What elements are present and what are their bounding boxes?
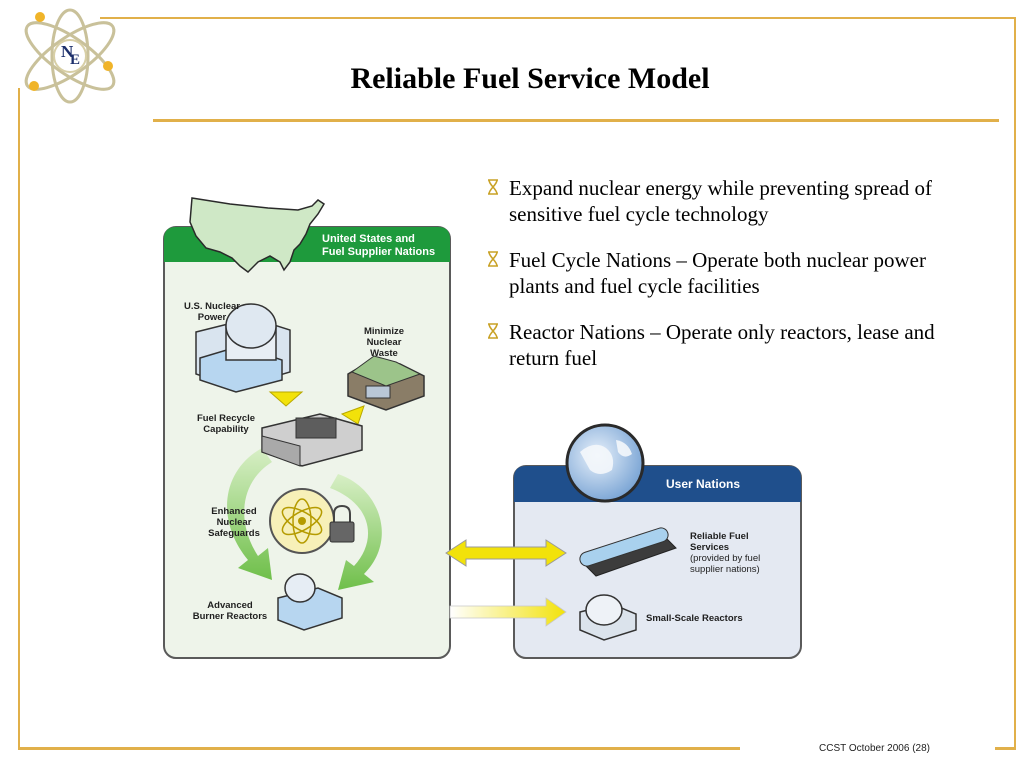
label-text: Small-Scale Reactors <box>646 613 743 624</box>
label-text: Advanced <box>207 600 253 611</box>
label-burner-reactors: Advanced Burner Reactors <box>180 600 280 622</box>
label-text: Enhanced <box>211 506 257 517</box>
slide-footer: CCST October 2006 (28) <box>819 743 930 754</box>
supplier-header-line2: Fuel Supplier Nations <box>322 246 435 258</box>
padlock-icon <box>329 504 355 543</box>
frame-bottom-rule <box>18 747 740 750</box>
two-way-arrow <box>445 539 567 567</box>
label-text: Safeguards <box>208 528 260 539</box>
label-text: Services <box>690 542 730 553</box>
hourglass-icon <box>487 319 509 344</box>
fuel-rods-icon <box>579 527 677 577</box>
bullet-item: Expand nuclear energy while preventing s… <box>487 175 977 227</box>
cycle-arrow-right <box>330 474 382 590</box>
label-small-reactors: Small-Scale Reactors <box>646 613 776 624</box>
label-text: U.S. Nuclear <box>184 301 240 312</box>
safeguards-atom-icon <box>269 488 335 554</box>
label-text: Power <box>197 312 227 323</box>
waste-repository-icon <box>347 355 425 411</box>
bullet-text: Fuel Cycle Nations – Operate both nuclea… <box>509 248 926 298</box>
nuclear-power-plant-icon <box>195 303 291 393</box>
bullet-text: Expand nuclear energy while preventing s… <box>509 176 932 226</box>
label-text: Waste <box>370 348 398 359</box>
hourglass-icon <box>487 247 509 272</box>
label-text: Burner Reactors <box>192 611 268 622</box>
frame-right-rule <box>1014 17 1016 749</box>
small-reactor-icon <box>579 594 637 641</box>
fuel-recycle-facility-icon <box>261 413 363 467</box>
ne-atom-logo: N E <box>24 8 116 104</box>
bullet-list: Expand nuclear energy while preventing s… <box>487 175 977 391</box>
label-text: Nuclear <box>366 337 402 348</box>
label-fuel-recycle: Fuel Recycle Capability <box>186 413 266 435</box>
flow-arrow-up <box>340 405 365 425</box>
frame-left-rule <box>18 88 20 750</box>
flow-arrow-down <box>268 391 304 407</box>
logo-letter-n: N <box>61 42 74 61</box>
label-minimize-waste: Minimize Nuclear Waste <box>348 326 420 359</box>
bullet-text: Reactor Nations – Operate only reactors,… <box>509 320 935 370</box>
title-underline <box>153 119 999 122</box>
us-map-icon <box>189 197 326 273</box>
label-safeguards: Enhanced Nuclear Safeguards <box>196 506 272 539</box>
label-reliable-fuel-services: Reliable Fuel Services (provided by fuel… <box>690 531 790 575</box>
frame-bottom-right-rule <box>995 747 1016 750</box>
user-nations-header: User Nations <box>666 477 740 491</box>
label-text: Capability <box>203 424 249 435</box>
cycle-arrow-left <box>227 448 272 580</box>
label-text: Minimize <box>363 326 405 337</box>
logo-letter-e: E <box>70 52 80 68</box>
label-text: Fuel Recycle <box>196 413 256 424</box>
frame-top-rule <box>100 17 1016 19</box>
globe-icon <box>565 423 645 503</box>
bullet-item: Reactor Nations – Operate only reactors,… <box>487 319 977 371</box>
label-nuclear-power: U.S. Nuclear Power <box>172 301 252 323</box>
bullet-item: Fuel Cycle Nations – Operate both nuclea… <box>487 247 977 299</box>
supply-arrow <box>449 597 567 627</box>
slide-title: Reliable Fuel Service Model <box>350 62 710 95</box>
burner-reactor-icon <box>277 573 343 631</box>
label-note: supplier nations) <box>690 564 760 575</box>
supplier-header-line1: United States and <box>322 233 415 245</box>
label-text: Nuclear <box>216 517 252 528</box>
label-text: Reliable Fuel <box>690 531 749 542</box>
label-note: (provided by fuel <box>690 553 761 564</box>
hourglass-icon <box>487 175 509 200</box>
